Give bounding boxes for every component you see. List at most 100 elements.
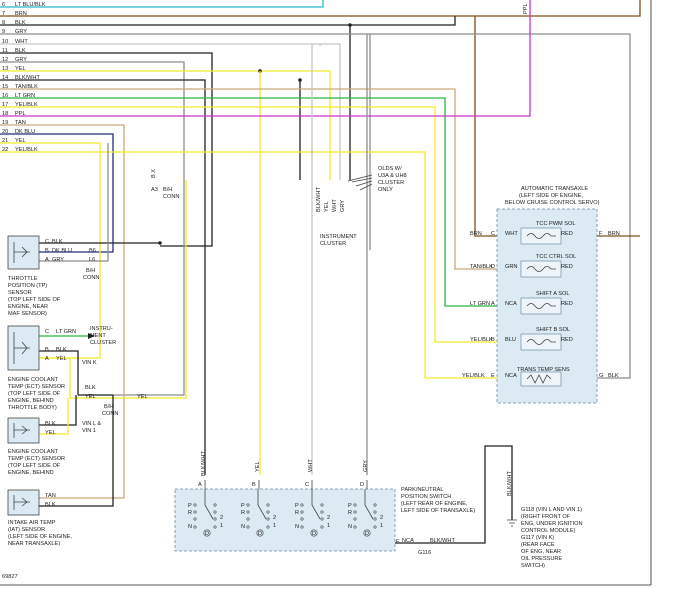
wire-wht-10 <box>0 43 341 180</box>
tp-label-1: THROTTLE <box>8 276 38 282</box>
ground-label-8: OIL PRESSURE <box>521 556 562 562</box>
pnp-gear-label: P <box>348 503 352 509</box>
wire-row-number: 9 <box>2 29 5 35</box>
pnp-contact <box>266 503 270 507</box>
solenoid-wire-label: BRN <box>470 231 482 237</box>
trans-temp-sensor-icon <box>526 374 552 384</box>
ppl-top-label: PPL <box>523 3 529 14</box>
pnp-gear-label: R <box>295 510 299 516</box>
pnp-gear-label: 1 <box>273 523 276 529</box>
pnp-contact <box>300 503 304 507</box>
ect1-label-1: ENGINE COOLANT <box>8 377 59 383</box>
cluster-wire-1: BLK/WHT <box>316 187 322 212</box>
pnp-contact <box>213 525 217 529</box>
trans-temp-inner-label: NCA <box>505 373 517 379</box>
wire-yel-blk-17 <box>0 106 497 343</box>
ect1-pin-a-color: YEL <box>56 356 67 362</box>
inst-cluster-small-1: INSTRU- <box>90 326 113 332</box>
wire-row-color: WHT <box>15 39 28 45</box>
bh-conn-pin-l6: L6 <box>89 257 95 263</box>
cluster-wire-3: WHT <box>332 199 338 212</box>
ect1-pin-a: A <box>45 356 49 362</box>
solenoid-pin-label: B <box>491 337 495 343</box>
solenoid-red-label: RED <box>561 231 573 237</box>
olds-label-4: ONLY <box>378 187 393 193</box>
blk-wht-vert-label: BLK/WHT <box>507 471 513 496</box>
wire-row-number: 7 <box>2 11 5 17</box>
nca-label: NCA <box>402 538 414 544</box>
wire-dk-blu-20 <box>0 133 114 253</box>
wire-row-color: GRY <box>15 57 27 63</box>
splice-dot <box>158 241 162 245</box>
ect-sensor-2-box <box>7 417 40 444</box>
ect1-label-2: TEMP (ECT) SENSOR <box>8 384 65 390</box>
pnp-contact <box>320 510 324 514</box>
bh-x-label: B X <box>151 169 157 178</box>
pnp-gear-label: 1 <box>220 523 223 529</box>
solenoid-coil-icon <box>526 303 556 309</box>
pnp-gear-d-label: D <box>258 531 262 537</box>
iat-sensor-box <box>7 489 40 516</box>
solenoid-wire-label: YEL/BLK <box>470 337 493 343</box>
tp-pin-a: A <box>45 257 49 263</box>
pnp-contact <box>213 503 217 507</box>
pnp-gear-label: 2 <box>380 515 383 521</box>
wire-row-color: LT BLU/BLK <box>15 2 46 8</box>
wire-ppl-18 <box>0 0 531 117</box>
bh-conn-label-2: CONN <box>83 275 99 281</box>
olds-label-2: U3A & UH8 <box>378 173 407 179</box>
yel-lower-label: YEL <box>137 394 148 400</box>
pnp-contact <box>246 517 250 521</box>
wire-pnp-ground <box>395 445 513 544</box>
pnp-label-4: LEFT SIDE OF TRANSAXLE) <box>401 508 475 514</box>
pnp-gear-label: N <box>348 524 352 530</box>
solenoid-pin-label: D <box>491 264 495 270</box>
wires <box>0 0 641 544</box>
pnp-contact <box>353 517 357 521</box>
pnp-wiper <box>311 489 321 520</box>
ground-label-5: G117 (VIN K) <box>521 535 554 541</box>
solenoid-coil-icon <box>526 266 556 272</box>
iat-sensor <box>7 489 40 516</box>
pnp-gear-label: 2 <box>273 515 276 521</box>
solenoid-coil-icon <box>526 339 556 345</box>
pnp-pin-e: E <box>396 539 400 545</box>
pnp-pin-c: C <box>305 482 309 488</box>
ground-label-9: SWITCH) <box>521 563 545 569</box>
trans-temp-name: TRANS TEMP SENS <box>517 367 570 373</box>
ect2-blk: BLK <box>45 421 56 427</box>
wire-tan-19 <box>0 124 125 499</box>
tp-sensor-symbol-icon <box>13 242 30 263</box>
pnp-gear-label: N <box>188 524 192 530</box>
solenoid-inner-wire-label: GRN <box>505 264 517 270</box>
solenoid-pin-label: C <box>491 231 495 237</box>
vin-k-label: VIN K <box>82 360 97 366</box>
tp-label-5: ENGINE, NEAR <box>8 304 48 310</box>
pnp-wire-1: BLK/WHT <box>201 451 207 476</box>
bh-conn-a3: A3 <box>151 187 158 193</box>
wire-row-number: 6 <box>2 2 5 8</box>
pnp-wire-2: YEL <box>255 461 261 472</box>
trans-temp-pin-label: E <box>491 373 495 379</box>
pnp-gear-label: P <box>188 503 192 509</box>
ect2-yel: YEL <box>45 430 56 436</box>
wire-row-number: 16 <box>2 93 8 99</box>
pnp-contact <box>300 510 304 514</box>
wire-row-number: 8 <box>2 20 5 26</box>
tp-pin-a-color: GRY <box>52 257 64 263</box>
pnp-contact <box>193 517 197 521</box>
pnp-contact <box>353 510 357 514</box>
bh-conn-label-1: B/H <box>86 268 95 274</box>
wire-blk-8 <box>0 16 456 26</box>
wire-ect2-yel <box>39 398 69 435</box>
olds-label-3: CLUSTER <box>378 180 404 186</box>
wire-row-color: TAN <box>15 120 26 126</box>
pnp-contact <box>193 525 197 529</box>
pnp-contact <box>246 503 250 507</box>
pnp-contact <box>373 517 377 521</box>
pnp-switch-box <box>174 488 396 552</box>
blk-wht-label: BLK/WHT <box>430 538 455 544</box>
transaxle-label-2: (LEFT SIDE OF ENGINE, <box>519 193 583 199</box>
bh-conn-lower-1: B/H <box>104 404 113 410</box>
pnp-contact <box>373 510 377 514</box>
